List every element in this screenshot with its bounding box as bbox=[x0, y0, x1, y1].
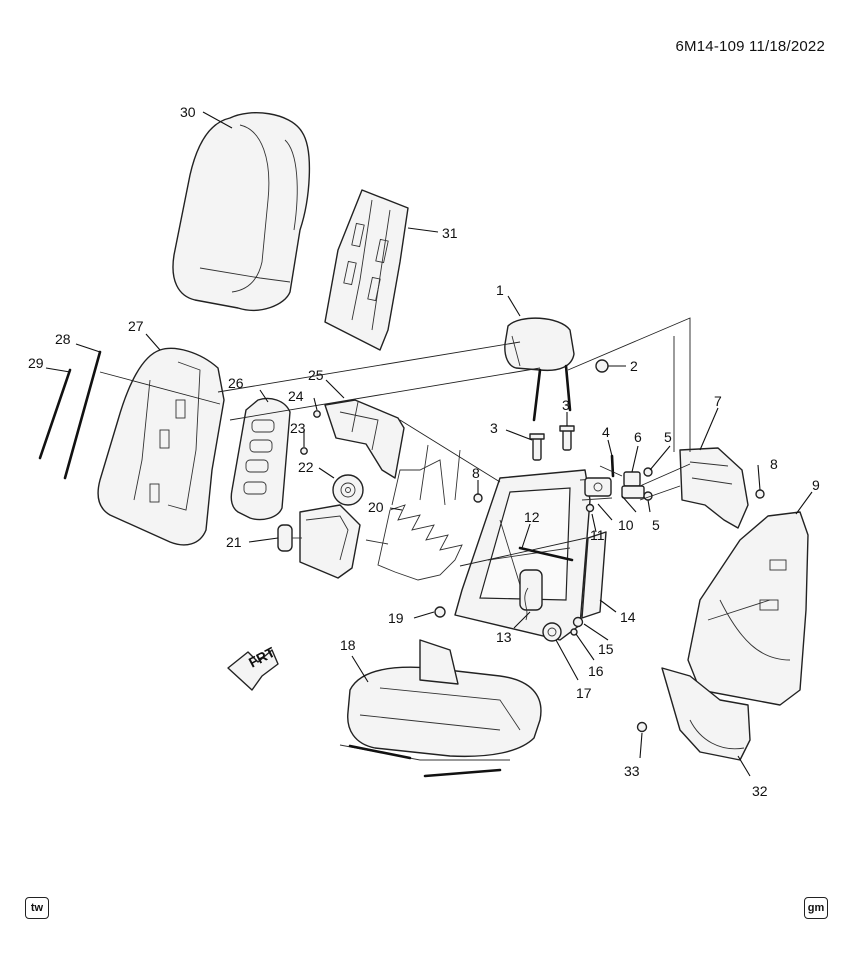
part-6b-bracket bbox=[621, 485, 645, 499]
part-10-recliner bbox=[584, 477, 612, 497]
callout-33: 33 bbox=[624, 763, 640, 779]
callout-8-right: 8 bbox=[770, 456, 778, 472]
callout-8-left: 8 bbox=[472, 465, 480, 481]
callout-1: 1 bbox=[496, 282, 504, 298]
part-17-pivot bbox=[542, 622, 562, 642]
callout-3-left: 3 bbox=[490, 420, 498, 436]
part-26-lumbar-mat bbox=[230, 397, 291, 521]
part-32-lower-trim bbox=[661, 667, 751, 761]
callout-5-top: 5 bbox=[664, 429, 672, 445]
callout-9: 9 bbox=[812, 477, 820, 493]
callout-20: 20 bbox=[368, 499, 384, 515]
part-21-pump-module bbox=[277, 504, 361, 579]
part-28-rod bbox=[63, 350, 102, 480]
callout-leaders bbox=[45, 111, 813, 777]
part-9-rear-panel bbox=[687, 511, 809, 706]
callout-24: 24 bbox=[288, 388, 304, 404]
part-11-nut bbox=[585, 503, 595, 513]
callout-30: 30 bbox=[180, 104, 196, 120]
callout-16: 16 bbox=[588, 663, 604, 679]
callout-12: 12 bbox=[524, 509, 540, 525]
callout-5-bottom: 5 bbox=[652, 517, 660, 533]
gm-logo-badge: gm bbox=[804, 897, 828, 919]
callout-23: 23 bbox=[290, 420, 306, 436]
part-14-side-panel bbox=[581, 531, 607, 619]
part-2-guide-knob bbox=[595, 359, 609, 373]
tw-badge: tw bbox=[25, 897, 49, 919]
part-18-seat-cushion bbox=[339, 639, 542, 778]
part-13-wiring bbox=[524, 587, 529, 621]
part-7-side-shield bbox=[679, 447, 749, 529]
callout-11: 11 bbox=[590, 527, 605, 543]
part-12-cross-rod bbox=[518, 546, 574, 562]
callout-31: 31 bbox=[442, 225, 458, 241]
callout-27: 27 bbox=[128, 318, 144, 334]
part-24-fastener bbox=[313, 410, 321, 418]
part-8-bolt-right bbox=[755, 489, 765, 499]
part-33-clip bbox=[636, 721, 648, 733]
callout-2: 2 bbox=[630, 358, 638, 374]
part-4-bolt bbox=[610, 454, 615, 478]
part-1-headrest bbox=[504, 317, 575, 422]
callout-4: 4 bbox=[602, 424, 610, 440]
callout-6: 6 bbox=[634, 429, 642, 445]
callout-29: 29 bbox=[28, 355, 44, 371]
callout-25: 25 bbox=[308, 367, 324, 383]
callout-17: 17 bbox=[576, 685, 592, 701]
part-6-bracket bbox=[623, 471, 641, 487]
explode-reference-lines bbox=[99, 317, 691, 567]
callout-13: 13 bbox=[496, 629, 512, 645]
callout-21: 21 bbox=[226, 534, 242, 550]
callout-28: 28 bbox=[55, 331, 71, 347]
seat-back-frame bbox=[454, 469, 613, 641]
part-31-back-panel bbox=[324, 189, 409, 351]
part-25-trim-bracket bbox=[324, 399, 405, 479]
callout-22: 22 bbox=[298, 459, 314, 475]
callout-19: 19 bbox=[388, 610, 404, 626]
part-23-fastener bbox=[300, 447, 308, 455]
part-19-nut bbox=[434, 606, 446, 618]
callout-3-right: 3 bbox=[562, 397, 570, 413]
callout-7: 7 bbox=[714, 393, 722, 409]
front-direction-indicator: FRT bbox=[227, 644, 279, 691]
callout-10: 10 bbox=[618, 517, 634, 533]
callout-32: 32 bbox=[752, 783, 768, 799]
part-8-bolt-left bbox=[473, 493, 483, 503]
part-22-lumbar-actuator bbox=[332, 474, 364, 506]
part-16-screw bbox=[570, 628, 578, 636]
callout-14: 14 bbox=[620, 609, 636, 625]
callout-labels: 30 31 1 2 3 3 4 6 5 7 8 9 8 10 5 11 12 1… bbox=[28, 104, 820, 799]
callout-26: 26 bbox=[228, 375, 244, 391]
callout-18: 18 bbox=[340, 637, 356, 653]
part-29-rod bbox=[38, 368, 72, 460]
diagram-id-header: 6M14-109 11/18/2022 bbox=[675, 38, 825, 55]
part-15-washer bbox=[572, 616, 584, 628]
part-3-headrest-guide-right bbox=[559, 425, 575, 451]
callout-15: 15 bbox=[598, 641, 614, 657]
part-3-headrest-guide-left bbox=[529, 433, 545, 461]
part-27-seat-back-pad bbox=[97, 347, 225, 546]
part-30-seat-back-cover bbox=[172, 112, 311, 311]
part-20-seat-spring bbox=[365, 444, 463, 581]
